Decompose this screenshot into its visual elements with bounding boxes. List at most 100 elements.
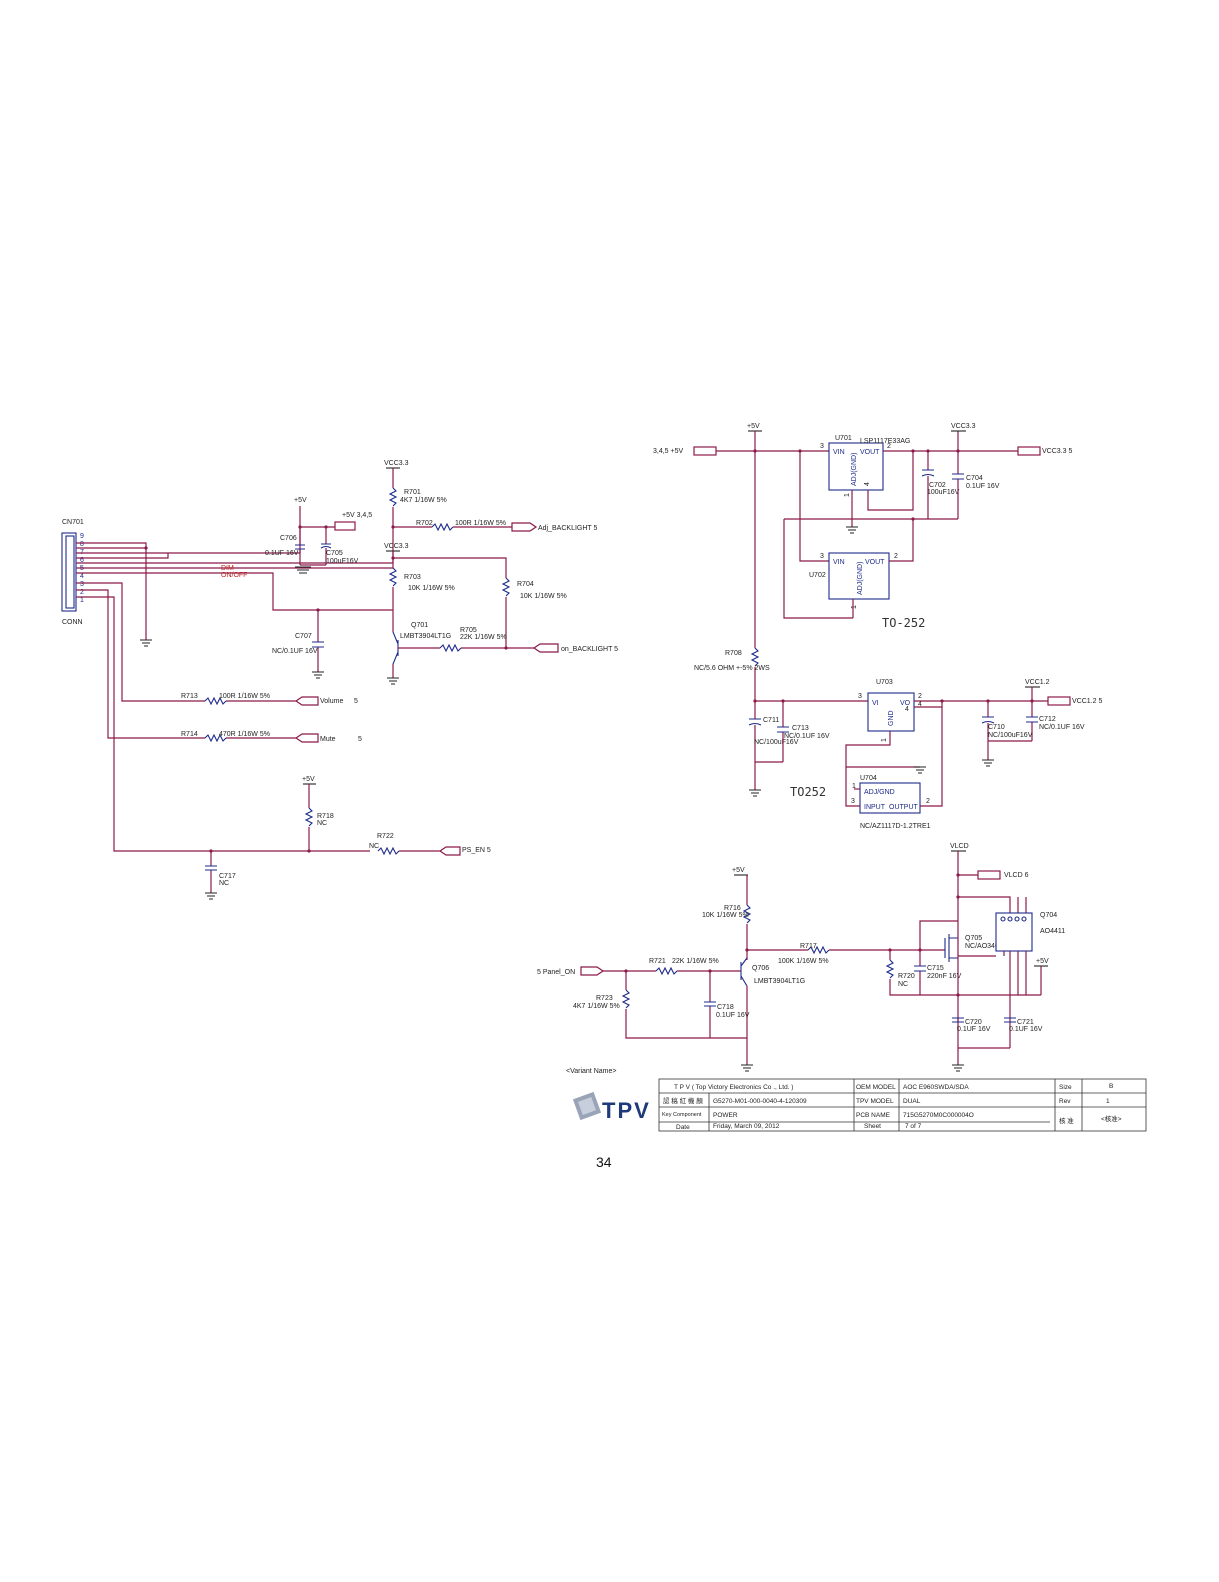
c720-value: 0.1UF 16V [957,1026,991,1033]
variant-name: <Variant Name> [566,1068,616,1075]
mute-port [294,733,319,743]
volume-port [294,696,319,706]
r705-value: 22K 1/16W 5% [460,634,507,641]
u704-pin1: 1 [852,783,856,790]
net-vcc33-c: VCC3.3 [951,423,976,430]
c704-value: 0.1UF 16V [966,483,1000,490]
tb-rev-label: Rev [1059,1098,1071,1105]
vcc12-out-label: VCC1.2 5 [1072,698,1102,705]
u703-vo: VO [900,700,911,707]
tb-pcb-label: PCB NAME [856,1112,891,1119]
net-plus5v-ref: +5V 3,4,5 [342,512,372,519]
q704-ref: Q704 [1040,912,1057,919]
u704-ref: U704 [860,775,877,782]
mute-label: Mute [320,736,336,743]
u702-vout: VOUT [865,559,885,566]
tb-sheet-label: Sheet [864,1123,881,1130]
volume-label: Volume [320,698,343,705]
panel-on-port [580,966,605,976]
cn701-pin: 9 [80,533,84,540]
u701-u702-block: 3,4,5 +5V +5V U701 LSP1117E33AG VIN VOUT… [653,423,1072,648]
net-plus5v-f: +5V [1036,958,1049,965]
title-block: T P V ( Top Victory Electronics Co ., Lt… [658,1078,1147,1132]
net-plus5v-label: +5V [294,497,307,504]
u701-vout: VOUT [860,449,880,456]
c704-ref: C704 [966,475,983,482]
c721-ref: C721 [1017,1019,1034,1026]
tb-sheet-value: 7 of 7 [905,1123,922,1130]
r713-ref: R713 [181,693,198,700]
tb-row2-value: G5270-M01-000-0040-4-120309 [713,1098,807,1105]
u704-input: INPUT [864,804,886,811]
r705-ref: R705 [460,627,477,634]
u703-body [867,692,915,732]
u702-vin: VIN [833,559,845,566]
tb-tpv-label: TPV MODEL [856,1098,894,1105]
panel-on-label: 5 Panel_ON [537,969,575,976]
r714-value: 470R 1/16W 5% [219,731,270,738]
net-dim: DIM [221,565,234,572]
c720-ref: C720 [965,1019,982,1026]
c712-value: NC/0.1UF 16V [1039,724,1085,731]
ps-en-port [438,846,461,856]
r717-value: 100K 1/16W 5% [778,958,829,965]
page-number: 34 [596,1154,612,1170]
cn701-inner [65,535,75,609]
q706-ref: Q706 [752,965,769,972]
c718-ref: C718 [717,1004,734,1011]
cn701-body [61,532,77,612]
ground-symbol [140,639,152,647]
q701-block: VCC3.3 R703 10K 1/16W 5% R704 10K 1/16W … [272,543,618,685]
c702-value: 100uF16V [927,489,960,496]
tb-approver-label: 核 准 [1059,1116,1074,1125]
net-plus5v-c: +5V [302,776,315,783]
r703-ref: R703 [404,574,421,581]
plus5v-port [334,521,356,531]
adj-backlight-port [511,522,538,532]
c717-value: NC [219,880,229,887]
c712-ref: C712 [1039,716,1056,723]
ps-en-label: PS_EN 5 [462,847,491,854]
u701-ref: U701 [835,435,852,442]
u703-pin4: 4 [918,701,922,708]
c710-value: NC/100uF16V [988,732,1033,739]
package-note-to252: TO-252 [882,616,925,630]
c707-ref: C707 [295,633,312,640]
c707-value: NC/0.1UF 16V [272,648,318,655]
q705-ref: Q705 [965,935,982,942]
cn701-type: CONN [62,619,83,626]
c721-value: 0.1UF 16V [1009,1026,1043,1033]
tb-company: T P V ( Top Victory Electronics Co ., Lt… [674,1084,793,1091]
r708-block: R708 NC/5.6 OHM +-5% 2WS [694,647,770,701]
r702-ref: R702 [416,520,433,527]
tb-pcb-value: 715G5270M0C000004O [903,1112,974,1119]
tpv-logo: TPV [572,1091,649,1123]
panel-power-block: +5V R716 10K 1/16W 5% R717 100K 1/16W 5%… [537,843,1065,1072]
net-vcc33-a: VCC3.3 [384,460,409,467]
tb-tpv-value: DUAL [903,1098,921,1105]
tb-approver-value: <核准> [1101,1114,1122,1123]
u701-body [828,442,884,491]
net-onoff: ON/OFF [221,572,247,579]
connector-wires [76,540,393,852]
u703-pin1: 1 [881,738,888,742]
tb-key-value: POWER [713,1112,738,1119]
c706-ref: C706 [280,535,297,542]
u704-pin3: 3 [851,798,855,805]
r723-ref: R723 [596,995,613,1002]
u701-pin2: 2 [887,443,891,450]
tb-row2-label: 認 稿 紅 機 顏 [663,1096,703,1105]
r722-value: NC [369,843,379,850]
u701-adj: ADJ(GND) [851,453,858,486]
c718-value: 0.1UF 16V [716,1012,750,1019]
r718-value: NC [317,820,327,827]
u701-vin: VIN [833,449,845,456]
vlcd-out-port [977,870,1001,880]
net-vcc33-b: VCC3.3 [384,543,409,550]
junction-dots [144,449,1034,997]
r701-ref: R701 [404,489,421,496]
r704-ref: R704 [517,581,534,588]
net-in-5v: 3,4,5 +5V [653,448,683,455]
r718-ref: R718 [317,813,334,820]
